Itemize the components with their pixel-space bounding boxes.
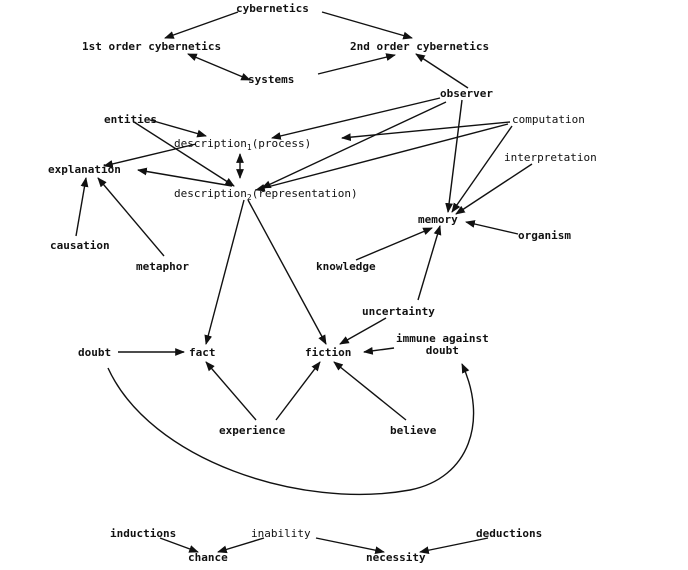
node-necessity: necessity xyxy=(366,551,426,564)
edge-metaphor-to-explanation xyxy=(97,177,165,257)
node-experience: experience xyxy=(219,424,286,437)
node-computation: computation xyxy=(512,113,585,126)
node-uncertainty: uncertainty xyxy=(362,305,435,318)
edge-uncertainty-to-fiction xyxy=(339,317,387,345)
edge-computation-to-description-process xyxy=(341,121,511,142)
node-metaphor: metaphor xyxy=(136,260,189,273)
edge-cybernetics-to-1st-order xyxy=(164,11,239,39)
description-process-subscript: 1 xyxy=(246,143,252,152)
node-interpretation: interpretation xyxy=(504,151,597,164)
edge-inductions-to-chance xyxy=(159,537,199,553)
edge-entities-to-description-representation xyxy=(133,121,235,187)
edge-observer-to-description-process xyxy=(271,97,441,140)
edge-causation-to-explanation xyxy=(75,177,89,237)
node-causation: causation xyxy=(50,239,110,252)
node-cybernetics: cybernetics xyxy=(236,2,309,15)
description-representation-main: description xyxy=(174,187,247,200)
immune-line-2: doubt xyxy=(425,344,459,357)
node-knowledge: knowledge xyxy=(316,260,376,273)
description-process-tail: (process) xyxy=(251,137,312,150)
edge-computation-to-memory xyxy=(451,125,513,213)
node-description-process: description1(process) xyxy=(174,138,311,154)
edge-entities-to-description-process xyxy=(149,119,207,138)
edge-systems-to-2nd-order xyxy=(317,53,396,75)
node-fiction: fiction xyxy=(305,346,352,359)
edge-uncertainty-to-memory xyxy=(417,225,442,301)
edge-inability-to-necessity xyxy=(315,537,385,555)
node-fact: fact xyxy=(189,346,216,359)
edge-organism-to-memory xyxy=(465,220,519,235)
node-systems: systems xyxy=(248,73,295,86)
edge-observer-to-memory xyxy=(445,99,463,213)
node-second-order-cybernetics: 2nd order cybernetics xyxy=(350,40,490,53)
node-deductions: deductions xyxy=(476,527,543,540)
edge-believe-to-fiction xyxy=(333,361,407,421)
edge-cybernetics-to-2nd-order xyxy=(321,11,413,40)
node-inability: inability xyxy=(251,527,311,540)
description-representation-tail: (representation) xyxy=(251,187,358,200)
node-observer: observer xyxy=(440,87,493,100)
node-inductions: inductions xyxy=(110,527,177,540)
edge-observer-to-2nd-order xyxy=(415,53,469,89)
description-representation-subscript: 2 xyxy=(246,193,252,202)
edge-observer-to-description-representation xyxy=(261,101,447,189)
node-explanation: explanation xyxy=(48,163,121,176)
node-entities: entities xyxy=(104,113,157,126)
node-doubt: doubt xyxy=(78,346,112,359)
node-description-representation: description2(representation) xyxy=(174,188,358,204)
edge-deductions-to-necessity xyxy=(419,537,489,555)
edge-experience-to-fiction xyxy=(275,361,321,421)
node-believe: believe xyxy=(390,424,437,437)
node-memory: memory xyxy=(418,213,458,226)
edge-description-representation-to-fiction xyxy=(247,199,327,345)
description-process-main: description xyxy=(174,137,247,150)
node-chance: chance xyxy=(188,551,228,564)
edge-immune-to-fiction xyxy=(363,346,395,355)
edge-knowledge-to-memory xyxy=(355,227,433,261)
edge-experience-to-fact xyxy=(205,361,257,421)
edge-systems-to-1st-order xyxy=(187,53,251,81)
node-first-order-cybernetics: 1st order cybernetics xyxy=(82,40,222,53)
edge-interpretation-to-memory xyxy=(455,163,533,215)
edge-computation-to-description-representation xyxy=(255,123,509,192)
edge-description-representation-to-fact xyxy=(204,199,245,345)
node-immune-against-doubt: immune against doubt xyxy=(396,333,489,357)
edge-description-representation-to-explanation xyxy=(137,167,233,187)
edge-doubt-to-immune-curve xyxy=(107,363,475,496)
immune-line-1: immune against xyxy=(396,332,489,345)
edge-inability-to-chance xyxy=(217,537,265,554)
node-organism: organism xyxy=(518,229,571,242)
edge-description-process-to-explanation xyxy=(103,143,197,168)
